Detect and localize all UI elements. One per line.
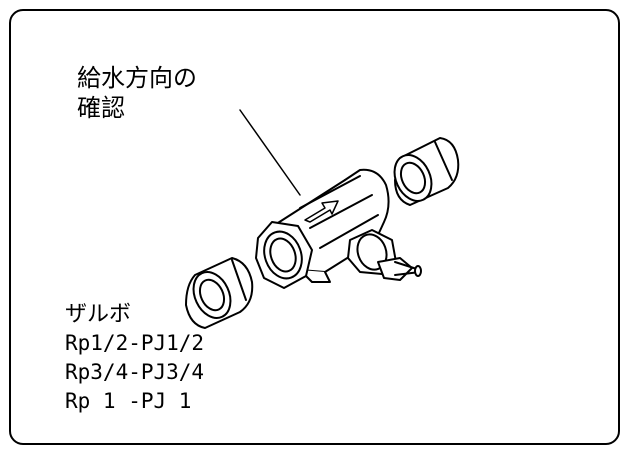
right-union-cap: [393, 137, 460, 206]
inlet-hex-nut: [255, 221, 313, 289]
legend-item: Rp 1 -PJ 1: [65, 389, 192, 413]
legend-item: Rp1/2-PJ1/2: [65, 331, 205, 355]
valve-spindle: [347, 229, 422, 281]
flow-direction-arrow-icon: [304, 200, 339, 223]
callout-leader-line: [239, 109, 301, 196]
callout-line-1: 給水方向の: [77, 64, 197, 92]
diagram-frame: [9, 9, 620, 445]
flow-direction-callout: 給水方向の 確認: [77, 63, 197, 123]
product-legend: ザルボ Rp1/2-PJ1/2 Rp3/4-PJ3/4 Rp 1 -PJ 1: [65, 300, 204, 416]
left-union-cap: [185, 257, 254, 329]
legend-item: Rp3/4-PJ3/4: [65, 360, 205, 384]
legend-title: ザルボ: [65, 302, 132, 327]
callout-line-2: 確認: [77, 94, 125, 122]
